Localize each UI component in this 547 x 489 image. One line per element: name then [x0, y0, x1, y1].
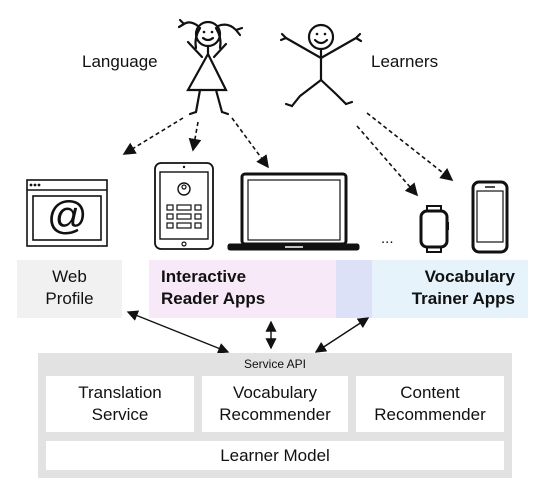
- api-arrows: [126, 310, 370, 354]
- overlap-band: [336, 260, 372, 318]
- vocabulary-trainer-label: Vocabulary Trainer Apps: [411, 267, 515, 308]
- service-api-label: Service API: [243, 357, 307, 371]
- learner-model-label: Learner Model: [220, 446, 330, 465]
- interactive-reader-label: Interactive Reader Apps: [161, 267, 266, 308]
- learners-label: Learners: [371, 52, 439, 71]
- arrow-to-tablet: [188, 121, 202, 152]
- vocabulary-recommender-label: Vocabulary Recommender: [219, 383, 331, 424]
- smartphone-icon: [471, 180, 509, 254]
- web-profile-band: [17, 260, 122, 318]
- vocabulary-trainer-band: [372, 260, 528, 318]
- arrow-to-web: [122, 117, 184, 155]
- arrow-web-api: [126, 310, 230, 354]
- arrow-to-watch: [356, 125, 419, 197]
- vocabulary-recommender-box: [202, 376, 348, 432]
- content-recommender-box: [356, 376, 504, 432]
- tablet-icon: [154, 162, 214, 250]
- web-profile-label: Web Profile: [45, 267, 94, 308]
- translation-service-box: [46, 376, 194, 432]
- smartwatch-icon: [419, 205, 449, 253]
- arrow-trainer-api: [314, 317, 370, 353]
- language-label: Language: [82, 52, 158, 71]
- translation-service-label: Translation Service: [78, 383, 162, 424]
- boy-learner-figure: [279, 23, 363, 108]
- browser-window-icon: [26, 179, 108, 247]
- girl-learner-figure: [177, 18, 244, 116]
- learner-device-arrows: [122, 112, 454, 197]
- arrow-to-laptop: [231, 117, 269, 169]
- content-recommender-label: Content Recommender: [374, 383, 486, 424]
- ellipsis: ...: [381, 230, 394, 247]
- laptop-icon: [227, 172, 360, 251]
- interactive-reader-band: [149, 260, 336, 318]
- web-at-glyph: @: [47, 194, 88, 238]
- learner-model-box: [46, 441, 504, 470]
- arrow-to-phone: [366, 112, 454, 181]
